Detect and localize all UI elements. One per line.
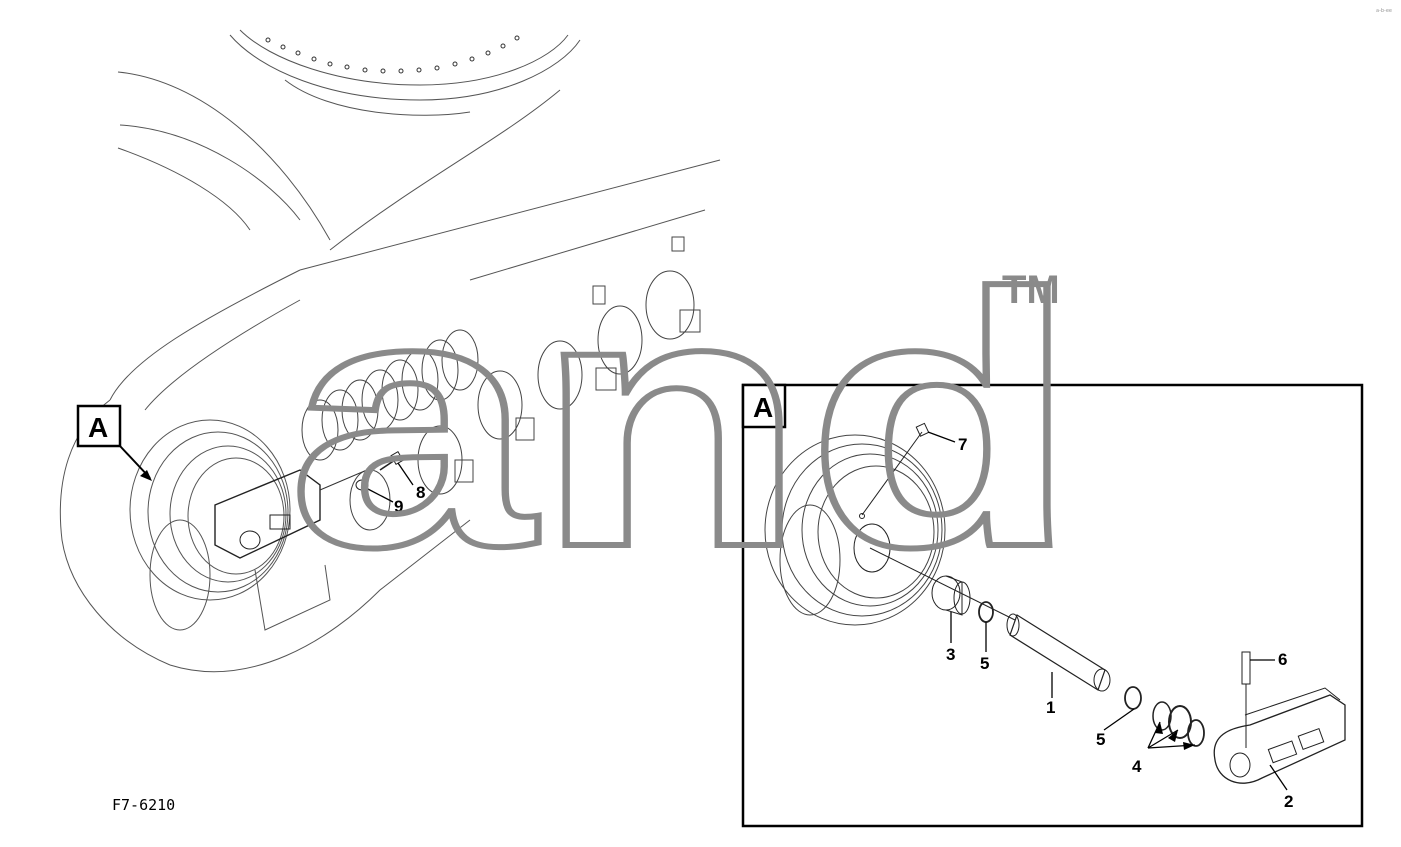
detail-drawing [764,422,1346,784]
overview-drawing [59,29,721,673]
callout-2: 2 [1284,792,1293,811]
detail-arrowheads [1155,722,1195,750]
detail-view-a-letter: A [753,392,773,423]
view-a-marker: A [76,404,152,481]
detail-callout-labels: 1 2 3 4 5 5 6 7 [946,435,1293,811]
view-a-marker-label: A [88,412,108,443]
callout-3: 3 [946,645,955,664]
callout-5b: 5 [1096,730,1105,749]
figure-code: F7-6210 [112,796,175,814]
watermark-trademark: TM [1002,268,1060,312]
corner-mark: a-b-ee [1376,8,1392,14]
watermark: and TM [285,217,1081,625]
detail-view-frame [741,383,1364,828]
callout-9: 9 [394,497,403,516]
callout-7: 7 [958,435,967,454]
callout-1: 1 [1046,698,1055,717]
callout-4: 4 [1132,757,1142,776]
watermark-logo: and [288,220,1078,622]
callout-6: 6 [1278,650,1287,669]
detail-view-a-label: A [741,383,787,429]
overview-callouts: 8 9 [365,462,425,516]
callout-5a: 5 [980,654,989,673]
callout-8: 8 [416,483,425,502]
